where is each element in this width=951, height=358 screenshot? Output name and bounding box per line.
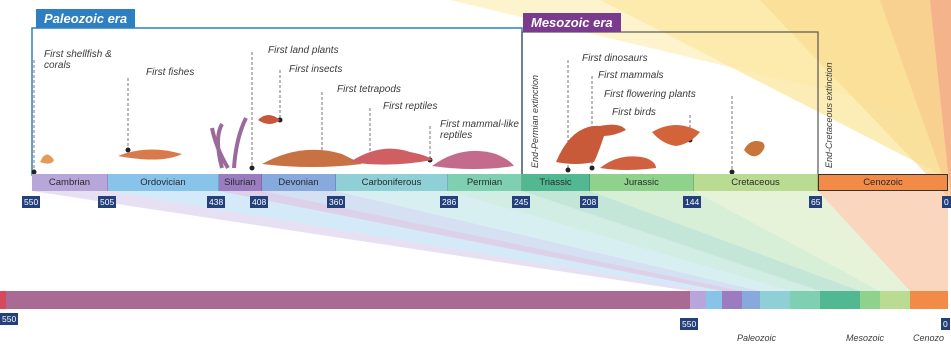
event-first-reptiles: First reptiles [383,101,437,112]
paleozoic-era-label: Paleozoic era [36,9,135,28]
tick-208: 208 [580,196,598,208]
bottom-tick-right: 0 [941,318,950,330]
period-triassic: Triassic [522,174,590,191]
dinosaur-icon [556,125,626,164]
organism-illustrations [40,115,765,170]
connector-dot [590,166,595,171]
bottom-seg-carboniferous [760,291,790,309]
tick-0: 0 [942,196,951,208]
bottom-period-strip [690,291,948,309]
flowering-plant-icon [744,141,765,156]
mammal-like-reptile-icon [432,151,514,169]
period-cretaceous: Cretaceous [694,174,818,191]
period-permian: Permian [448,174,522,191]
tetrapod-icon [262,150,362,167]
period-jurassic: Jurassic [590,174,694,191]
tick-286: 286 [440,196,458,208]
tick-550: 550 [22,196,40,208]
tick-65: 65 [809,196,822,208]
bottom-seg-jurassic [860,291,880,309]
bottom-seg-silurian [722,291,742,309]
tick-408: 408 [250,196,268,208]
insect-icon [258,115,280,124]
event-first-insects: First insects [289,64,342,75]
bird-icon [652,125,700,146]
shell-icon [40,154,54,163]
bottom-seg-triassic [820,291,860,309]
bottom-tick-left: 550 [0,313,18,325]
bottom-seg-cenozoic [910,291,948,309]
tick-505: 505 [98,196,116,208]
bottom-seg-cambrian [690,291,706,309]
bottom-tick-mid: 550 [680,318,698,330]
bottom-label-paleozoic: Paleozoic [737,333,776,343]
mammal-icon [600,156,656,170]
connector-dot [566,168,571,173]
event-first-mammal-like-reptiles: First mammal-like reptiles [440,119,520,141]
event-first-shellfish: First shellfish & corals [44,49,116,71]
bottom-seg-permian [790,291,820,309]
event-first-mammals: First mammals [598,70,664,81]
tick-360: 360 [327,196,345,208]
connector-dot [126,148,131,153]
end-cretaceous-extinction-label: End-Cretaceous extinction [824,62,834,168]
tick-245: 245 [512,196,530,208]
bottom-bar-paleo-extent [0,291,690,309]
connector-dot [250,166,255,171]
bottom-seg-cretaceous [880,291,910,309]
bottom-label-mesozoic: Mesozoic [846,333,884,343]
period-cambrian: Cambrian [32,174,108,191]
bottom-bar-left-cap [0,291,6,309]
tick-438: 438 [207,196,225,208]
event-first-fishes: First fishes [146,67,194,78]
event-first-tetrapods: First tetrapods [337,84,401,95]
event-first-flowering-plants: First flowering plants [604,89,696,100]
mesozoic-era-label: Mesozoic era [523,13,621,32]
period-devonian: Devonian [262,174,336,191]
event-first-land-plants: First land plants [268,45,339,56]
bottom-seg-ordovician [706,291,722,309]
reptile-icon [350,149,432,165]
period-ordovician: Ordovician [108,174,219,191]
end-permian-extinction-label: End-Permian extinction [530,75,540,168]
period-silurian: Silurian [219,174,262,191]
period-cenozoic: Cenozoic [818,174,948,191]
event-first-birds: First birds [612,107,656,118]
event-first-dinosaurs: First dinosaurs [582,53,648,64]
land-plant-icon [212,118,246,168]
bottom-seg-devonian [742,291,760,309]
bottom-label-cenozoic: Cenozo [913,333,944,343]
tick-144: 144 [683,196,701,208]
period-carboniferous: Carboniferous [336,174,448,191]
